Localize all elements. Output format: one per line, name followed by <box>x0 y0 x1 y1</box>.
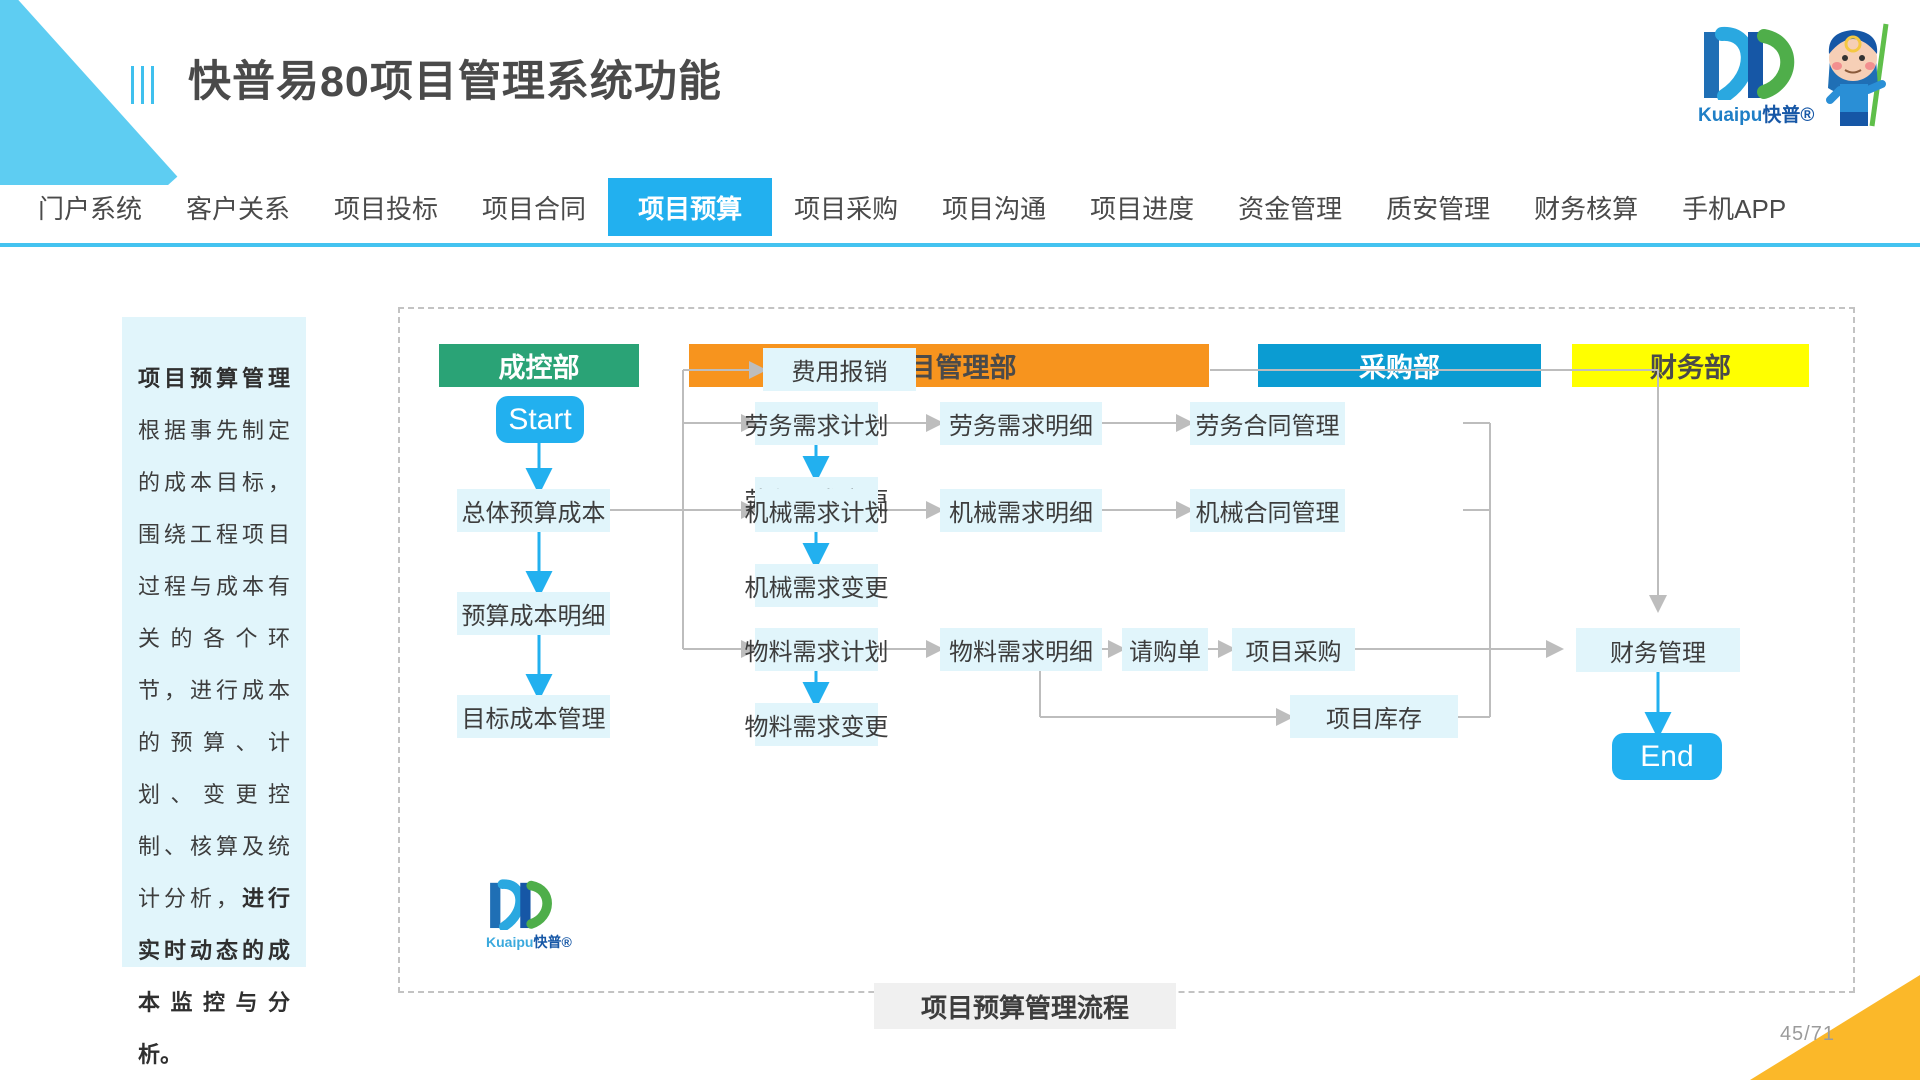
nav-item-procurement[interactable]: 项目采购 <box>794 193 899 224</box>
node-machine-demand-detail[interactable]: 机械需求明细 <box>940 489 1102 532</box>
dept-header-cost-control: 成控部 <box>439 344 639 387</box>
nav-item-accounting[interactable]: 财务核算 <box>1534 193 1639 224</box>
kp-monogram-logo-small <box>490 879 552 932</box>
node-total-budget-cost[interactable]: 总体预算成本 <box>457 489 610 532</box>
node-labor-demand-detail[interactable]: 劳务需求明细 <box>940 402 1102 445</box>
nav-item-budget[interactable]: 项目预算 <box>608 178 773 236</box>
flow-diagram: 成控部 项目管理部 采购部 财务部 <box>398 307 1855 993</box>
nav-item-crm[interactable]: 客户关系 <box>186 193 291 224</box>
node-end[interactable]: End <box>1612 733 1722 780</box>
page-title: 快普易80项目管理系统功能 <box>188 58 722 106</box>
kp-monogram-logo <box>1704 27 1795 100</box>
node-machine-contract-mgmt[interactable]: 机械合同管理 <box>1190 489 1345 532</box>
brand-logo: Kuaipu快普® <box>1692 14 1902 134</box>
nav-item-quality-safety[interactable]: 质安管理 <box>1386 193 1491 224</box>
node-expense-reimbursement[interactable]: 费用报销 <box>763 348 916 391</box>
nav-underline <box>0 243 1920 247</box>
node-finance-mgmt[interactable]: 财务管理 <box>1576 628 1740 672</box>
node-project-inventory[interactable]: 项目库存 <box>1290 695 1458 738</box>
dept-header-procurement: 采购部 <box>1258 344 1541 387</box>
node-purchase-request[interactable]: 请购单 <box>1122 628 1208 671</box>
module-nav[interactable]: 门户系统 客户关系 项目投标 项目合同 项目预算 项目采购 项目沟通 项目进度 … <box>0 178 1920 236</box>
nav-item-portal[interactable]: 门户系统 <box>38 193 143 224</box>
dept-header-finance: 财务部 <box>1572 344 1809 387</box>
node-material-demand-change[interactable]: 物料需求变更 <box>745 703 889 746</box>
nav-item-progress[interactable]: 项目进度 <box>1090 193 1195 224</box>
nav-item-mobile-app[interactable]: 手机APP <box>1682 193 1787 224</box>
menu-bars-icon <box>131 66 154 104</box>
module-description: 项目预算管理根据事先制定的成本目标，围绕工程项目过程与成本有关的各个环节，进行成… <box>122 317 306 1067</box>
page-number: 45/71 <box>1779 1023 1835 1045</box>
node-budget-cost-detail[interactable]: 预算成本明细 <box>457 592 610 635</box>
monkey-mascot-icon <box>1826 23 1889 127</box>
node-machine-demand-change[interactable]: 机械需求变更 <box>745 564 889 607</box>
brand-logo-small: Kuaipu快普® <box>486 874 596 958</box>
node-labor-demand-plan[interactable]: 劳务需求计划 <box>745 402 889 445</box>
brand-wordmark: Kuaipu快普® <box>1698 105 1815 126</box>
nav-item-bidding[interactable]: 项目投标 <box>334 193 439 224</box>
node-material-demand-plan[interactable]: 物料需求计划 <box>745 628 889 671</box>
nav-item-contract[interactable]: 项目合同 <box>482 193 587 224</box>
module-nav-list: 门户系统 客户关系 项目投标 项目合同 项目预算 项目采购 项目沟通 项目进度 … <box>16 178 1808 236</box>
flow-caption: 项目预算管理流程 <box>874 983 1176 1029</box>
node-target-cost-mgmt[interactable]: 目标成本管理 <box>457 695 610 738</box>
brand-wordmark-small: Kuaipu快普® <box>486 934 572 950</box>
node-labor-contract-mgmt[interactable]: 劳务合同管理 <box>1190 402 1345 445</box>
node-material-demand-detail[interactable]: 物料需求明细 <box>940 628 1102 671</box>
node-project-procurement[interactable]: 项目采购 <box>1232 628 1355 671</box>
description-tail: 进行实时动态的成本监控与分析。 <box>138 886 290 1067</box>
node-start[interactable]: Start <box>496 396 584 443</box>
nav-item-funds[interactable]: 资金管理 <box>1238 193 1343 224</box>
page-header: 快普易80项目管理系统功能 <box>0 44 1920 124</box>
node-machine-demand-plan[interactable]: 机械需求计划 <box>745 489 889 532</box>
description-lead: 项目预算管理 <box>138 366 290 391</box>
description-body: 根据事先制定的成本目标，围绕工程项目过程与成本有关的各个环节，进行成本的预算、计… <box>138 418 290 911</box>
nav-item-communication[interactable]: 项目沟通 <box>942 193 1047 224</box>
